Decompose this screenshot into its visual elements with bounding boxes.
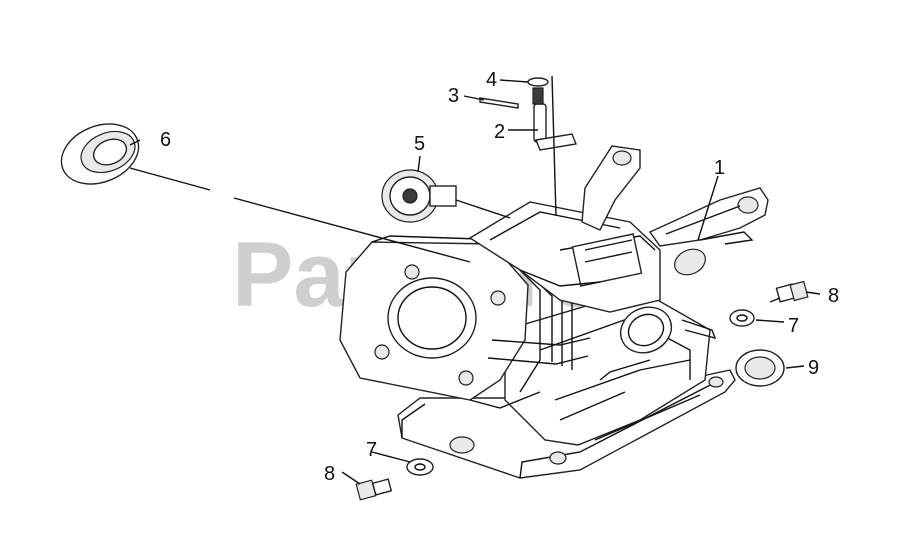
callout-5: 5 [414, 133, 425, 155]
leader-lines [129, 75, 821, 485]
valve-train-housing [468, 201, 661, 313]
crankcase-bearing-boss [619, 248, 717, 354]
callout-8-left: 8 [324, 463, 335, 485]
governor-arm [581, 145, 769, 247]
callout-9: 9 [808, 357, 819, 379]
callout-3: 3 [448, 85, 459, 107]
spring-pin [479, 97, 519, 109]
spring-washer [527, 77, 549, 105]
callout-2: 2 [494, 121, 505, 143]
oil-seal [735, 349, 785, 387]
drain-washer-right [729, 309, 755, 327]
cylinder-head [339, 235, 591, 409]
governor-shaft [533, 103, 577, 151]
callout-8-right: 8 [828, 285, 839, 307]
callout-7-left: 7 [366, 439, 377, 461]
governor-gear [381, 169, 511, 223]
callout-6: 6 [160, 129, 171, 151]
callout-4: 4 [486, 69, 497, 91]
bearing-axis-line [233, 197, 471, 263]
callout-7-right: 7 [788, 315, 799, 337]
drain-bolt-right [769, 280, 809, 303]
ball-bearing [60, 123, 211, 191]
drain-washer-left [406, 458, 434, 476]
callout-1: 1 [714, 157, 725, 179]
drain-bolt-left [355, 478, 393, 501]
